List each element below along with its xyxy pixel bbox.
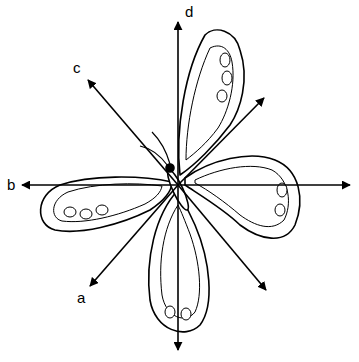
direction-label: a xyxy=(76,290,86,305)
direction-label: b xyxy=(6,177,16,192)
direction-label: c xyxy=(72,60,82,75)
direction-label: d xyxy=(184,4,194,19)
